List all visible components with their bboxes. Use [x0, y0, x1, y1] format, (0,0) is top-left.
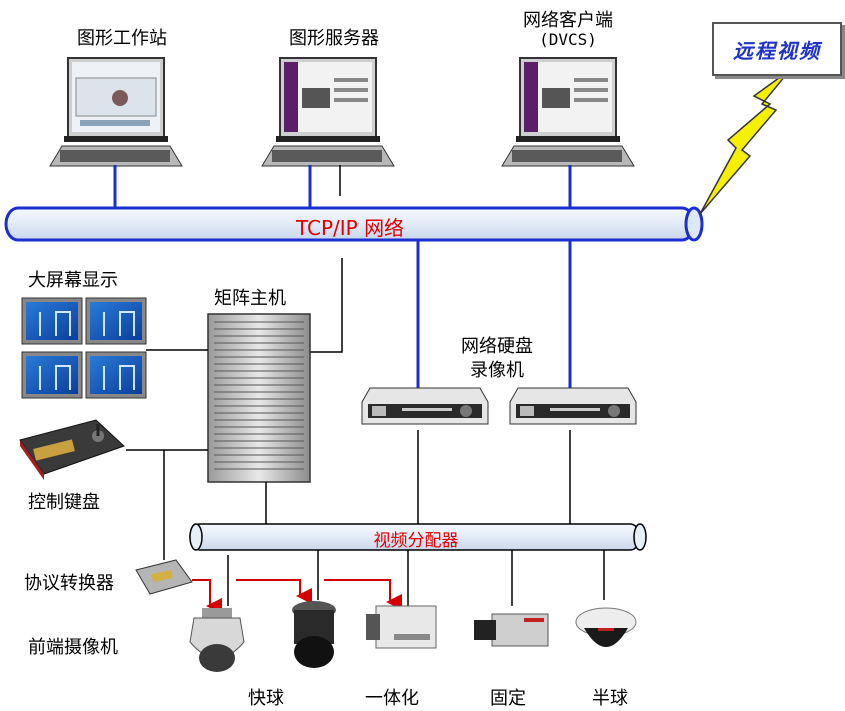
graphic-server — [261, 57, 395, 167]
matrix-host-rack — [207, 313, 311, 483]
speed-dome-camera — [189, 608, 245, 672]
label-fixed-camera: 固定 — [490, 688, 526, 709]
graphic-workstation — [49, 57, 183, 167]
tcpip-network-label: TCP/IP 网络 — [295, 216, 405, 240]
label-speed-dome: 快球 — [248, 688, 284, 709]
label-graphic-workstation: 图形工作站 — [77, 28, 167, 49]
control-arrows — [192, 579, 402, 614]
label-network-client-sub: (DVCS) — [539, 30, 597, 49]
label-graphic-server: 图形服务器 — [289, 28, 379, 49]
label-protocol-converter: 协议转换器 — [24, 573, 114, 594]
matrix-links — [126, 349, 605, 606]
control-keyboard — [19, 419, 125, 480]
label-frontend-cameras: 前端摄像机 — [28, 637, 118, 658]
label-network-client: 网络客户端 — [523, 10, 613, 31]
server-matrix-link — [310, 165, 343, 353]
big-screen-wall — [21, 297, 147, 399]
video-splitter-label: 视频分配器 — [373, 531, 459, 551]
lightning-bolt-icon — [699, 69, 791, 215]
network-client — [501, 57, 635, 167]
label-nvr: 网络硬盘 — [461, 336, 533, 357]
integrated-camera — [366, 605, 437, 649]
video-splitter-pipe — [189, 523, 647, 551]
nvr-unit-2 — [509, 387, 637, 425]
half-dome-camera — [575, 607, 637, 647]
label-half-dome: 半球 — [592, 688, 628, 709]
network-links — [113, 165, 572, 390]
label-control-keyboard: 控制键盘 — [28, 492, 100, 513]
protocol-converter — [135, 559, 193, 595]
label-integrated-camera: 一体化 — [365, 688, 419, 709]
label-big-screen: 大屏幕显示 — [28, 270, 118, 291]
speed-dome-camera-2 — [292, 601, 336, 668]
remote-video-box: 远程视频 — [712, 22, 842, 76]
tcpip-network-pipe — [4, 206, 704, 242]
label-matrix-host: 矩阵主机 — [214, 288, 286, 309]
nvr-unit-1 — [361, 387, 489, 425]
label-nvr-sub: 录像机 — [470, 360, 524, 381]
fixed-camera — [474, 613, 549, 647]
